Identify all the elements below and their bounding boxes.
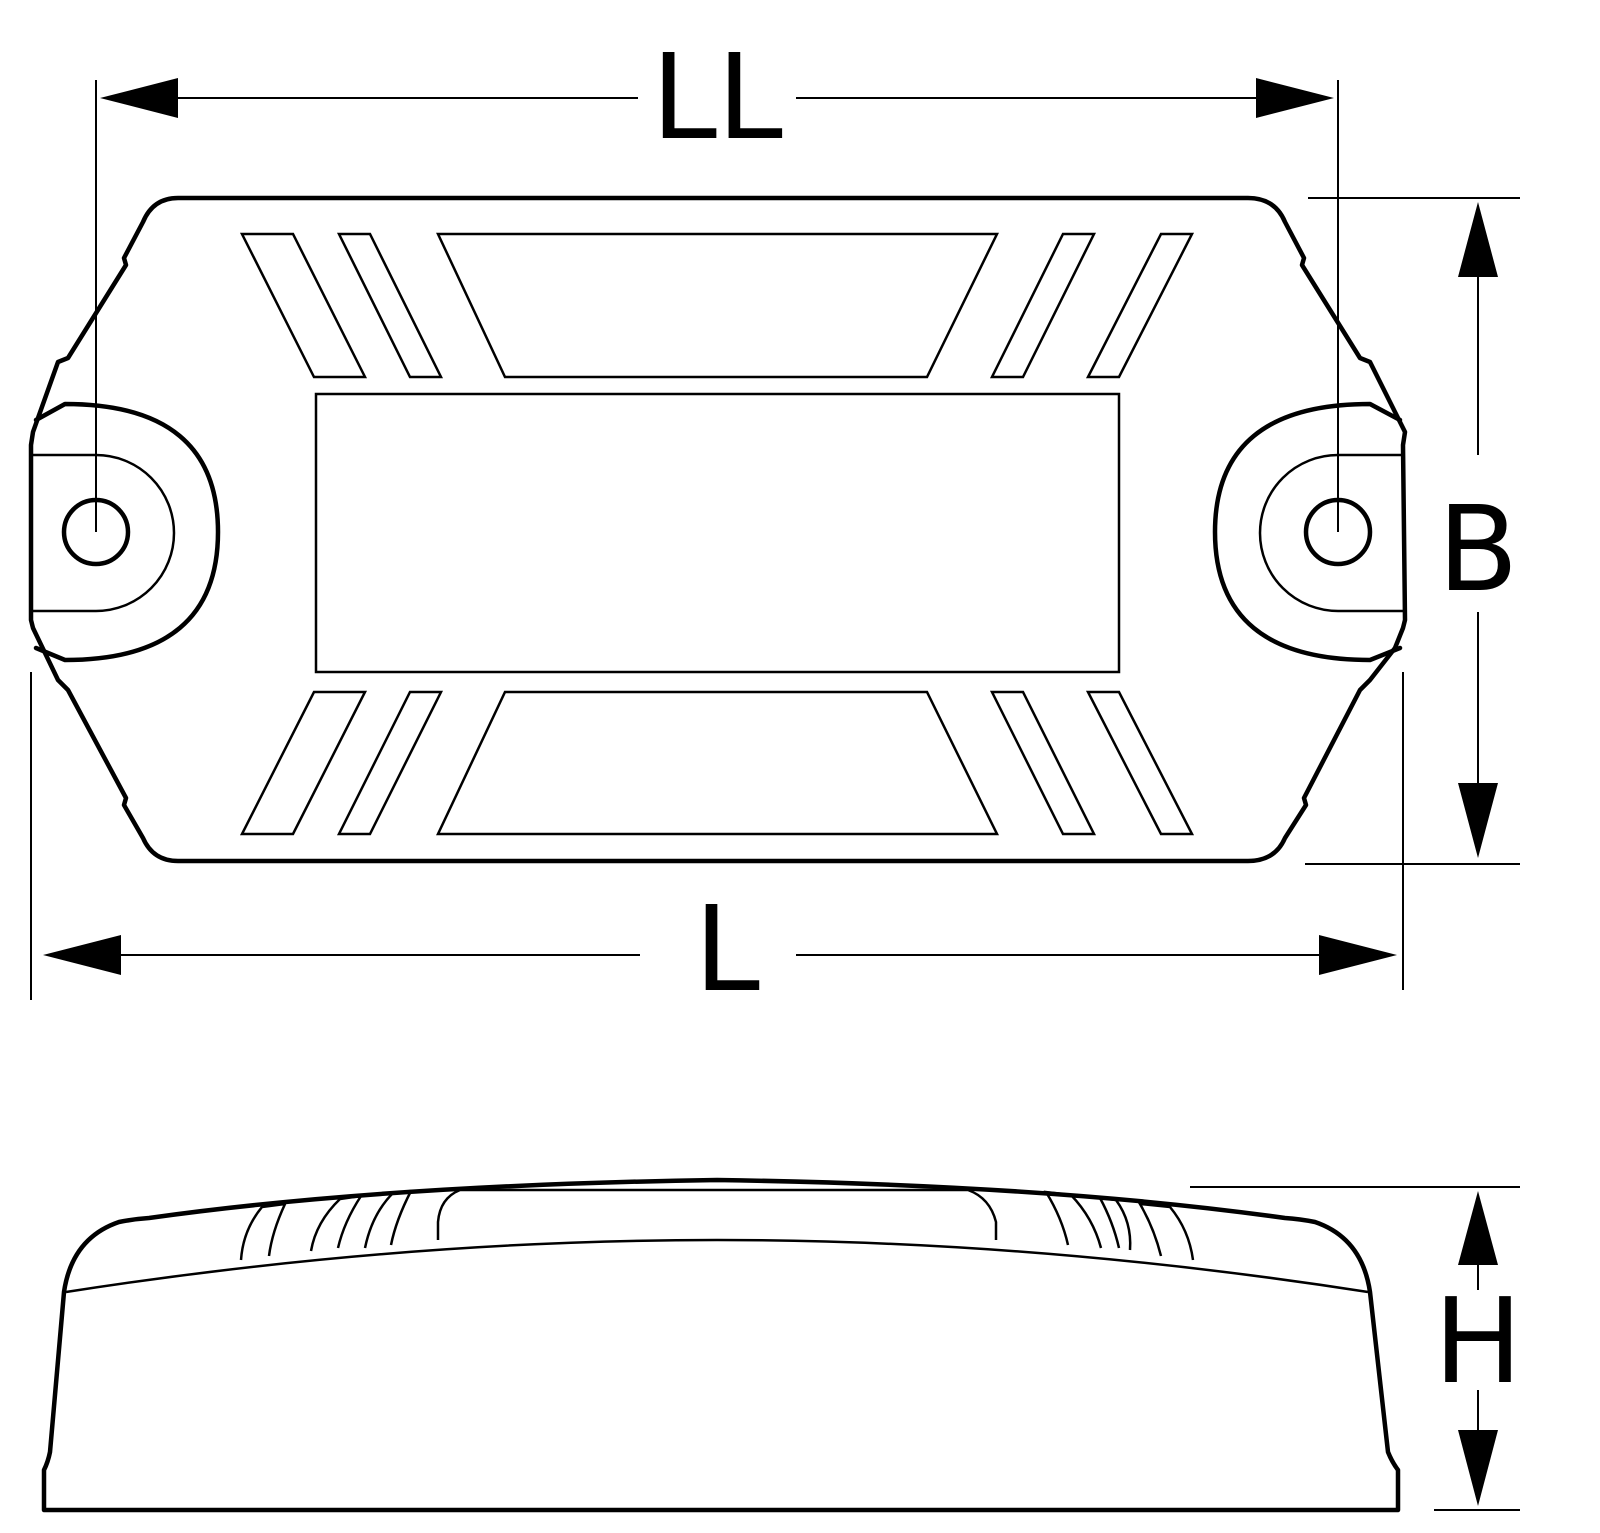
side-body-outline [41,1177,1401,1513]
ll-arrow-right [1256,78,1334,118]
l-arrow-left [43,935,121,975]
side-vent-1 [239,1202,288,1261]
side-body-top-edge [65,1238,1369,1294]
right-lug-inner [1258,453,1403,613]
top-slot-1 [239,232,368,379]
bottom-slot-1 [239,690,368,836]
l-label: L [694,880,760,1018]
bottom-slot-2 [336,690,444,836]
right-mounting-lug [1212,401,1403,663]
ll-arrow-left [100,78,178,118]
side-view [41,1177,1401,1513]
dimension-b: B [1305,197,1520,865]
left-lug-inner [31,453,176,613]
side-vent-4 [1043,1190,1103,1249]
top-view [28,195,1408,864]
bottom-slot-4 [1085,690,1195,836]
side-vent-2 [309,1194,364,1252]
b-arrow-bottom [1458,783,1498,858]
side-vent-3 [363,1189,414,1249]
top-slot-4 [1085,232,1195,379]
dimension-ll: LL [95,28,1339,532]
top-center-window [436,232,1000,379]
left-mounting-lug [33,401,221,663]
top-slot-2 [336,232,444,379]
b-label: B [1438,480,1519,618]
side-lens-window [436,1188,998,1240]
h-arrow-top [1458,1191,1498,1265]
h-arrow-bottom [1458,1430,1498,1506]
side-vent-6 [1137,1202,1195,1261]
bottom-center-window [436,690,1000,836]
ll-label: LL [651,28,783,166]
central-lens-window [314,392,1121,674]
dimension-l: L [30,672,1404,1018]
h-label: H [1434,1272,1523,1410]
top-slot-3 [989,232,1097,379]
side-vent-5 [1097,1196,1132,1251]
bottom-slot-3 [989,690,1097,836]
dimension-h: H [1190,1186,1523,1511]
l-arrow-right [1319,935,1397,975]
body-outline [28,195,1408,864]
b-arrow-top [1458,202,1498,277]
